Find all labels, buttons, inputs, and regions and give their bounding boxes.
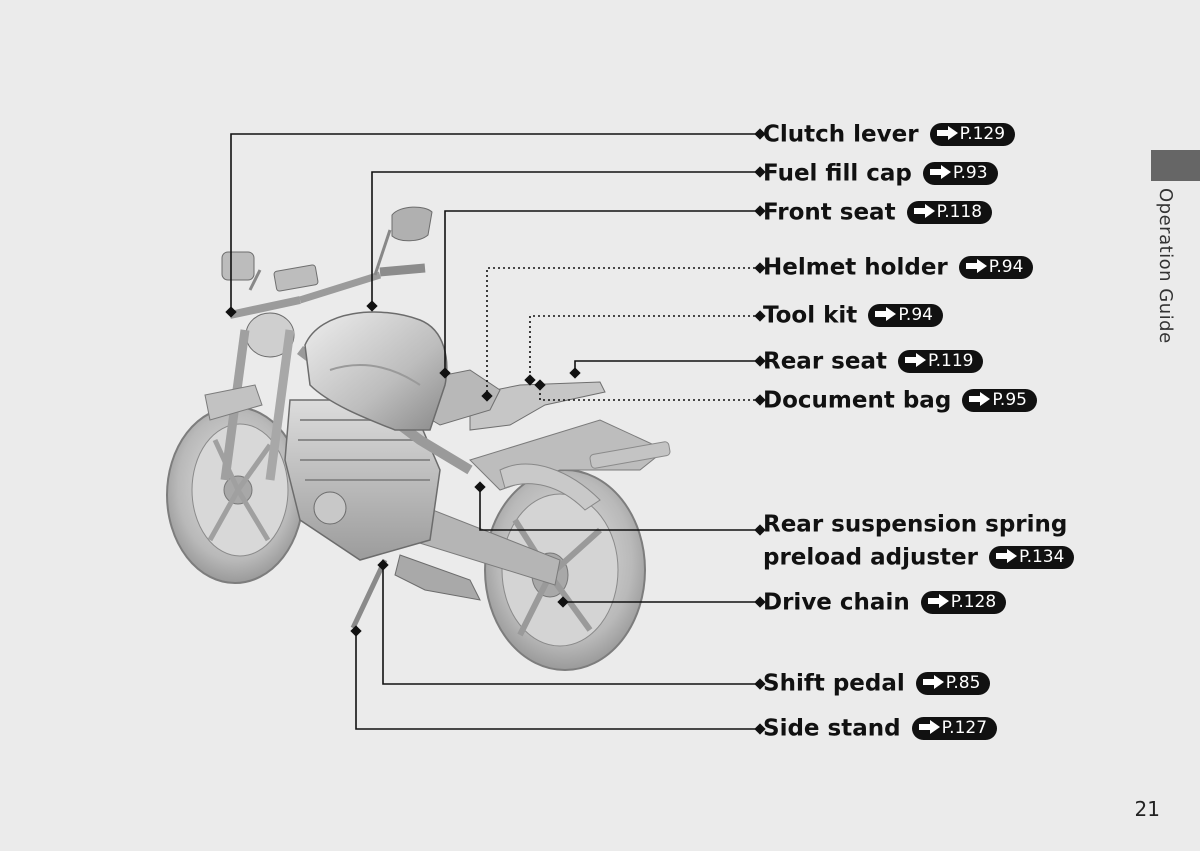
callout-document-bag: Document bag P.95 [763, 386, 1037, 414]
arrow-right-icon [873, 307, 897, 321]
page-ref-text: P.95 [992, 390, 1027, 410]
callout-label: preload adjuster [763, 544, 978, 571]
callout-shift-pedal: Shift pedal P.85 [763, 669, 991, 697]
page-ref-text: P.128 [950, 592, 997, 612]
leader-front-seat [444, 210, 760, 373]
leader-lines [230, 133, 760, 730]
callout-label: Front seat [763, 199, 896, 226]
page-ref-text: P.93 [952, 163, 988, 183]
page-reference-link[interactable]: P.95 [962, 389, 1037, 412]
callout-label: Rear suspension spring [763, 511, 1068, 538]
page-ref-text: P.129 [959, 124, 1006, 144]
callout-label: Clutch lever [763, 121, 919, 148]
page-ref-text: P.119 [928, 351, 974, 371]
leader-endpoints [225, 128, 766, 735]
leader-clutch-lever [230, 133, 760, 312]
callout-label: Drive chain [763, 589, 910, 616]
arrow-right-icon [935, 126, 959, 140]
callout-label: Shift pedal [763, 670, 905, 697]
callout-side-stand: Side stand P.127 [763, 714, 998, 742]
callout-label: Tool kit [763, 302, 858, 329]
page-reference-link[interactable]: P.128 [920, 591, 1007, 614]
callout-label: Side stand [763, 715, 901, 742]
callout-label: Document bag [763, 387, 952, 414]
callout-rear-suspension-line1: Rear suspension spring [763, 510, 1067, 538]
leader-side-stand [355, 631, 760, 730]
callout-rear-suspension-line2: preload adjuster P.134 [763, 543, 1075, 571]
leader-tool-kit [529, 315, 760, 380]
leader-rear-suspension [479, 487, 760, 531]
page-reference-link[interactable]: P.129 [929, 123, 1016, 146]
page-ref-text: P.94 [988, 257, 1024, 277]
callout-rear-seat: Rear seat P.119 [763, 347, 984, 375]
callout-label: Helmet holder [763, 254, 948, 281]
arrow-right-icon [917, 720, 941, 734]
arrow-right-icon [921, 675, 945, 689]
page-reference-link[interactable]: P.85 [915, 672, 991, 695]
page-reference-link[interactable]: P.119 [898, 350, 984, 373]
leader-helmet-holder [486, 267, 760, 396]
arrow-right-icon [926, 594, 950, 608]
leader-rear-seat [574, 360, 760, 373]
page-ref-text: P.94 [898, 305, 933, 325]
callout-label: Rear seat [763, 348, 887, 375]
page-ref-text: P.118 [936, 202, 983, 222]
page-reference-link[interactable]: P.94 [868, 304, 943, 327]
page-number: 21 [1134, 797, 1160, 821]
callout-fuel-fill-cap: Fuel fill cap P.93 [763, 159, 998, 187]
arrow-right-icon [967, 392, 991, 406]
callout-drive-chain: Drive chain P.128 [763, 588, 1007, 616]
page-ref-text: P.85 [945, 673, 981, 693]
section-tab[interactable] [1151, 150, 1200, 181]
callout-clutch-lever: Clutch lever P.129 [763, 120, 1016, 148]
callout-label: Fuel fill cap [763, 160, 912, 187]
page-reference-link[interactable]: P.127 [911, 717, 998, 740]
arrow-right-icon [928, 165, 952, 179]
page-reference-link[interactable]: P.94 [958, 256, 1034, 279]
callout-tool-kit: Tool kit P.94 [763, 301, 943, 329]
leader-fuel-fill-cap [371, 171, 760, 306]
page-ref-text: P.134 [1018, 547, 1065, 567]
callout-helmet-holder: Helmet holder P.94 [763, 253, 1034, 281]
page-reference-link[interactable]: P.118 [906, 201, 993, 224]
page-ref-text: P.127 [941, 718, 988, 738]
page-reference-link[interactable]: P.93 [922, 162, 998, 185]
callout-front-seat: Front seat P.118 [763, 198, 993, 226]
arrow-right-icon [964, 259, 988, 273]
motorcycle-illustration [166, 206, 671, 671]
arrow-right-icon [994, 549, 1018, 563]
arrow-right-icon [912, 204, 936, 218]
arrow-right-icon [903, 353, 927, 367]
leader-shift-pedal [382, 565, 760, 685]
section-label: Operation Guide [1155, 188, 1176, 344]
page-reference-link[interactable]: P.134 [988, 546, 1075, 569]
